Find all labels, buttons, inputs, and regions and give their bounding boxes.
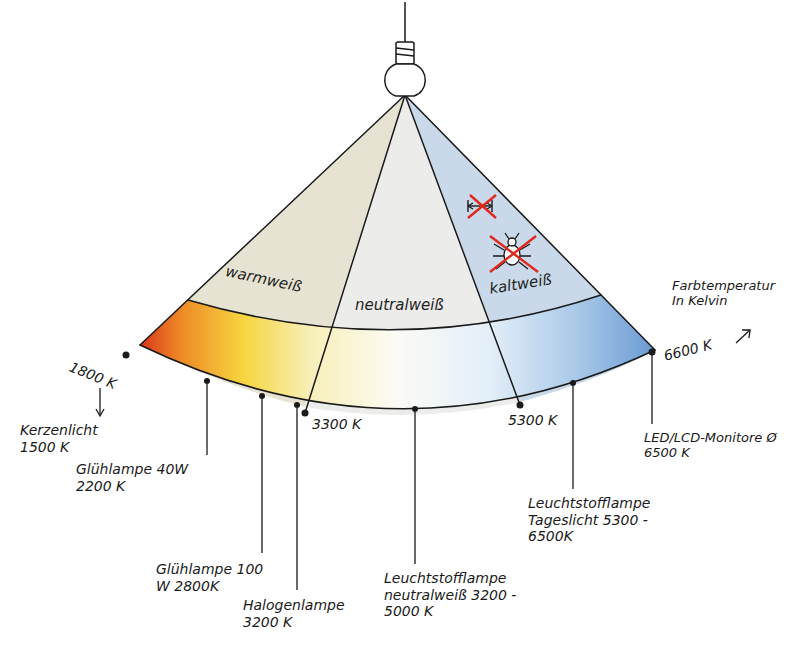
band-name: neutralweiß [355, 296, 444, 314]
lamp-label: 3300 K [312, 416, 361, 433]
bulb [385, 2, 426, 96]
marker-dots [123, 349, 656, 417]
lamp-label: Halogenlampe 3200 K [243, 597, 355, 630]
lamp-label: Glühlampe 40W 2200 K [76, 461, 194, 494]
lamp-label: 6600 K [662, 336, 714, 364]
divider-line [305, 95, 405, 413]
lamp-label: Leuchtstofflampe neutralweiß 3200 - 5000… [384, 570, 544, 620]
lamp-label: Glühlampe 100 W 2800K [156, 561, 281, 594]
band-top [188, 295, 601, 330]
cross-mark [490, 236, 538, 272]
lamp-label: 5300 K [508, 412, 557, 429]
color-band [140, 295, 655, 409]
cone-bottom [140, 345, 655, 409]
band-label-region: neutralweiß [352, 294, 447, 316]
lamp-label: Leuchtstofflampe Tageslicht 5300 - 6500K [528, 495, 678, 545]
lamp-label: LED/LCD-Monitore Ø 6500 K [644, 430, 789, 461]
lamp-label: Kerzenlicht 1500 K [20, 422, 125, 455]
lamp-label: 1800 K [67, 359, 119, 393]
cross-mark [468, 195, 496, 218]
lamp-label: Farbtemperatur In Kelvin [672, 278, 790, 309]
